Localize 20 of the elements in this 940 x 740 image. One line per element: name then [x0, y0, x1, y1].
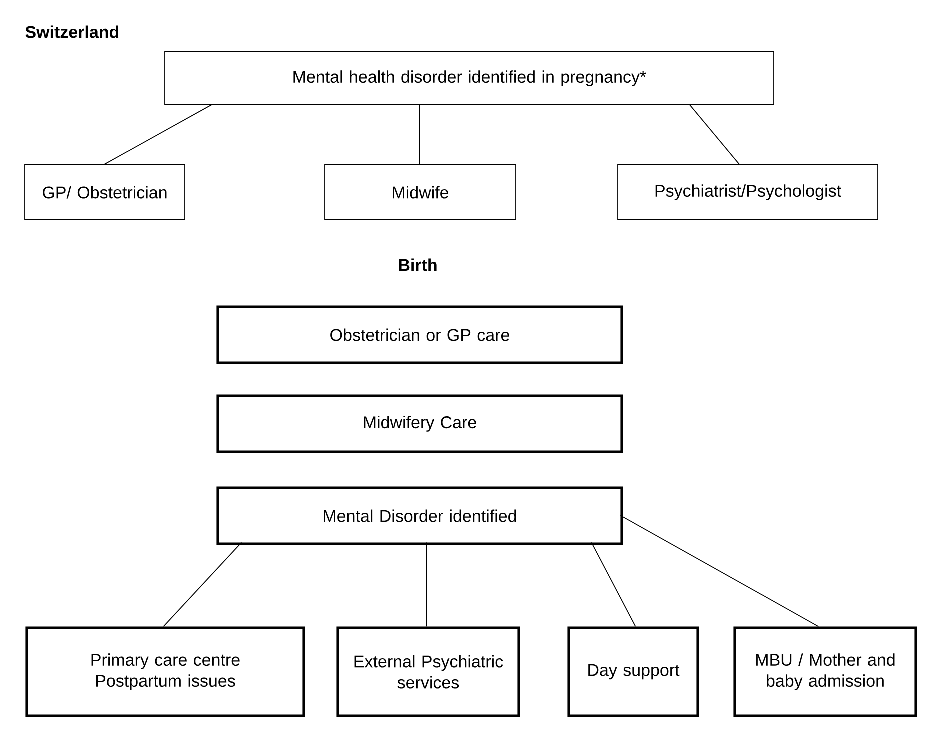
process-box: Obstetrician or GP care [216, 306, 624, 364]
connector-line [104, 104, 213, 165]
connector-line [426, 542, 428, 628]
connector-line [591, 542, 636, 628]
connector-line [620, 515, 820, 628]
process-box: External Psychiatric services [336, 626, 520, 718]
process-box: Midwife [324, 164, 516, 220]
process-box: GP/ Obstetrician [24, 164, 186, 220]
process-box: MBU / Mother and baby admission [734, 626, 918, 718]
connector-line [163, 542, 242, 628]
section-label: Birth [399, 258, 437, 272]
heading: Switzerland [26, 26, 119, 38]
process-box: Midwifery Care [216, 394, 624, 454]
connector-line [689, 104, 740, 165]
process-box: Psychiatrist/Psychologist [618, 164, 878, 220]
connector-line [419, 104, 420, 165]
process-box: Mental health disorder identified in pregnancy* [164, 52, 774, 106]
process-box: Mental Disorder identified [216, 486, 624, 546]
process-box: Day support [568, 626, 700, 718]
process-box: Primary care centre Postpartum issues [26, 626, 306, 718]
